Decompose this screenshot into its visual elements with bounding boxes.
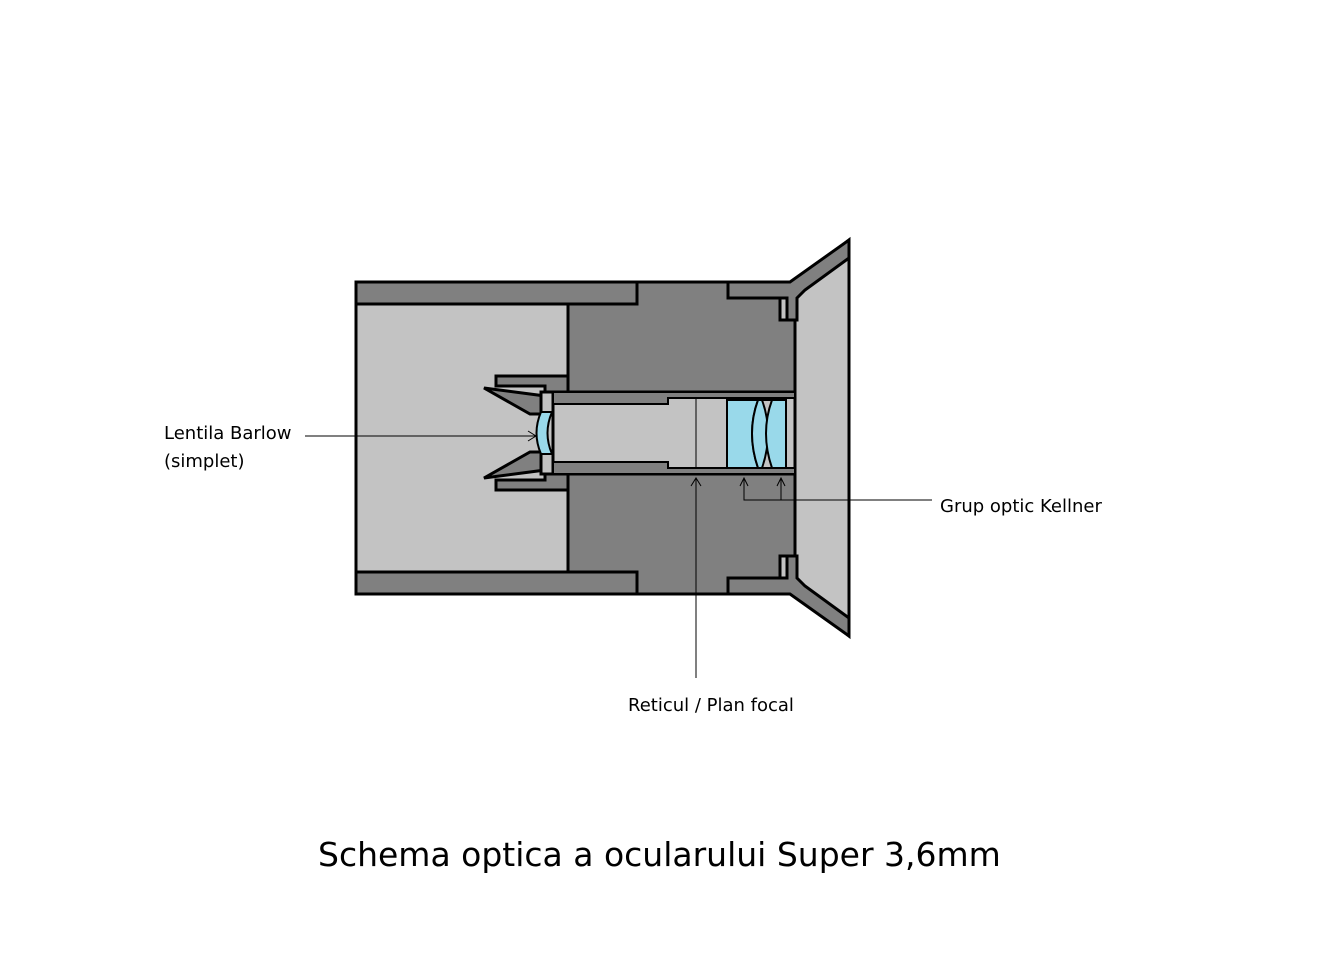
barlow-arrowhead [527, 430, 537, 442]
barlow-label-line1: Lentila Barlow [164, 423, 292, 444]
barlow-lens [535, 411, 554, 455]
reticle-arrowhead [690, 477, 702, 487]
diagram-title: Schema optica a ocularului Super 3,6mm [318, 835, 1001, 874]
eyecup-flange-top [726, 237, 851, 322]
barlow-label-line2: (simplet) [164, 451, 245, 472]
kellner-arrowhead-1 [739, 476, 749, 487]
kellner-arrowhead-2 [776, 476, 786, 487]
kellner-lens-3 [765, 399, 787, 469]
reticle-label: Reticul / Plan focal [628, 695, 794, 716]
eyecup-flange-bottom [726, 554, 851, 639]
inner-tube-top-wall [552, 391, 796, 405]
eyecup-cone [793, 236, 851, 640]
kellner-label: Grup optic Kellner [940, 496, 1102, 517]
inner-tube-bottom-wall [552, 461, 796, 475]
kellner-leader-line [743, 478, 932, 501]
